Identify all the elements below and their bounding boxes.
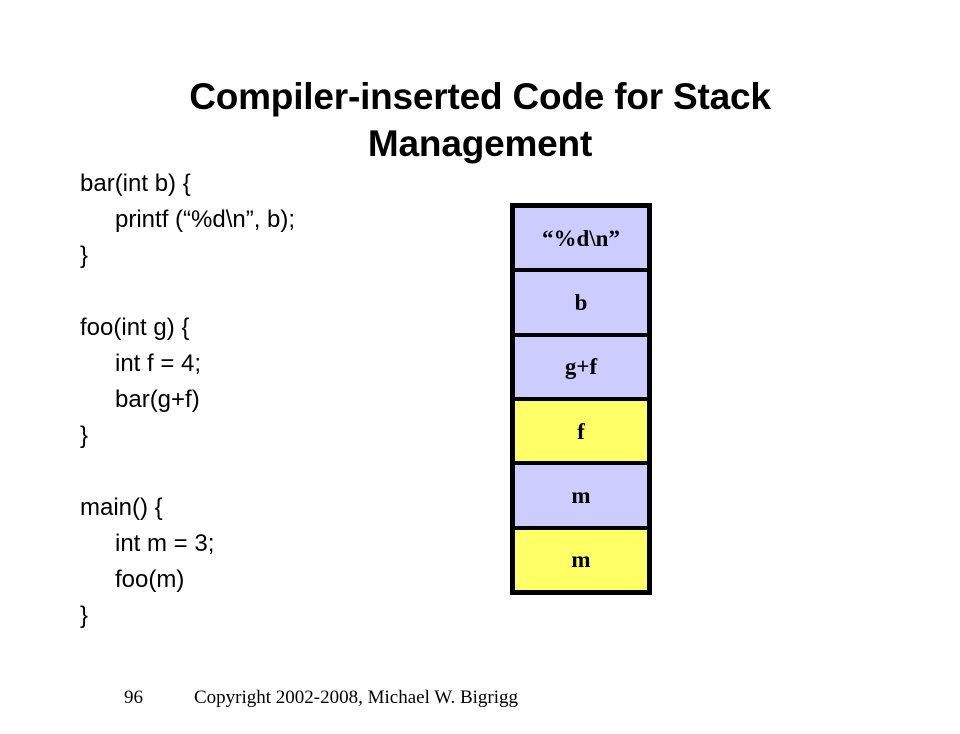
- code-line: foo(int g) {: [80, 314, 190, 341]
- copyright-notice: Copyright 2002-2008, Michael W. Bigrigg: [194, 687, 519, 708]
- code-line: bar(g+f): [115, 386, 200, 413]
- page-title: Compiler-inserted Code for Stack Managem…: [70, 73, 890, 167]
- stack-diagram: “%d\n” b g+f f m m: [510, 203, 652, 595]
- stack-cell: m: [515, 465, 647, 526]
- code-listing: bar(int b) { printf (“%d\n”, b); } foo(i…: [80, 166, 480, 634]
- stack-cell: f: [515, 400, 647, 462]
- code-line: main() {: [80, 494, 163, 521]
- page-title-line-1: Compiler-inserted Code for Stack: [189, 75, 771, 117]
- page-number: 96: [124, 687, 143, 708]
- code-block-main: main() { int m = 3; foo(m) }: [80, 490, 480, 634]
- code-line: int m = 3;: [115, 530, 215, 557]
- code-line: }: [80, 242, 89, 269]
- stack-cell: “%d\n”: [515, 208, 647, 269]
- footer: 96 Copyright 2002-2008, Michael W. Bigrig…: [105, 662, 518, 734]
- stack-cell: g+f: [515, 336, 647, 397]
- code-line: }: [80, 422, 89, 449]
- page-title-line-2: Management: [367, 122, 593, 164]
- code-line: bar(int b) {: [80, 170, 191, 197]
- code-line: printf (“%d\n”, b);: [115, 206, 296, 233]
- stack-cell: b: [515, 272, 647, 333]
- stack-cell: m: [515, 529, 647, 590]
- code-line: }: [80, 602, 89, 629]
- code-block-bar: bar(int b) { printf (“%d\n”, b); }: [80, 166, 480, 274]
- code-line: foo(m): [115, 566, 185, 593]
- code-line: int f = 4;: [115, 350, 202, 377]
- code-block-foo: foo(int g) { int f = 4; bar(g+f) }: [80, 310, 480, 454]
